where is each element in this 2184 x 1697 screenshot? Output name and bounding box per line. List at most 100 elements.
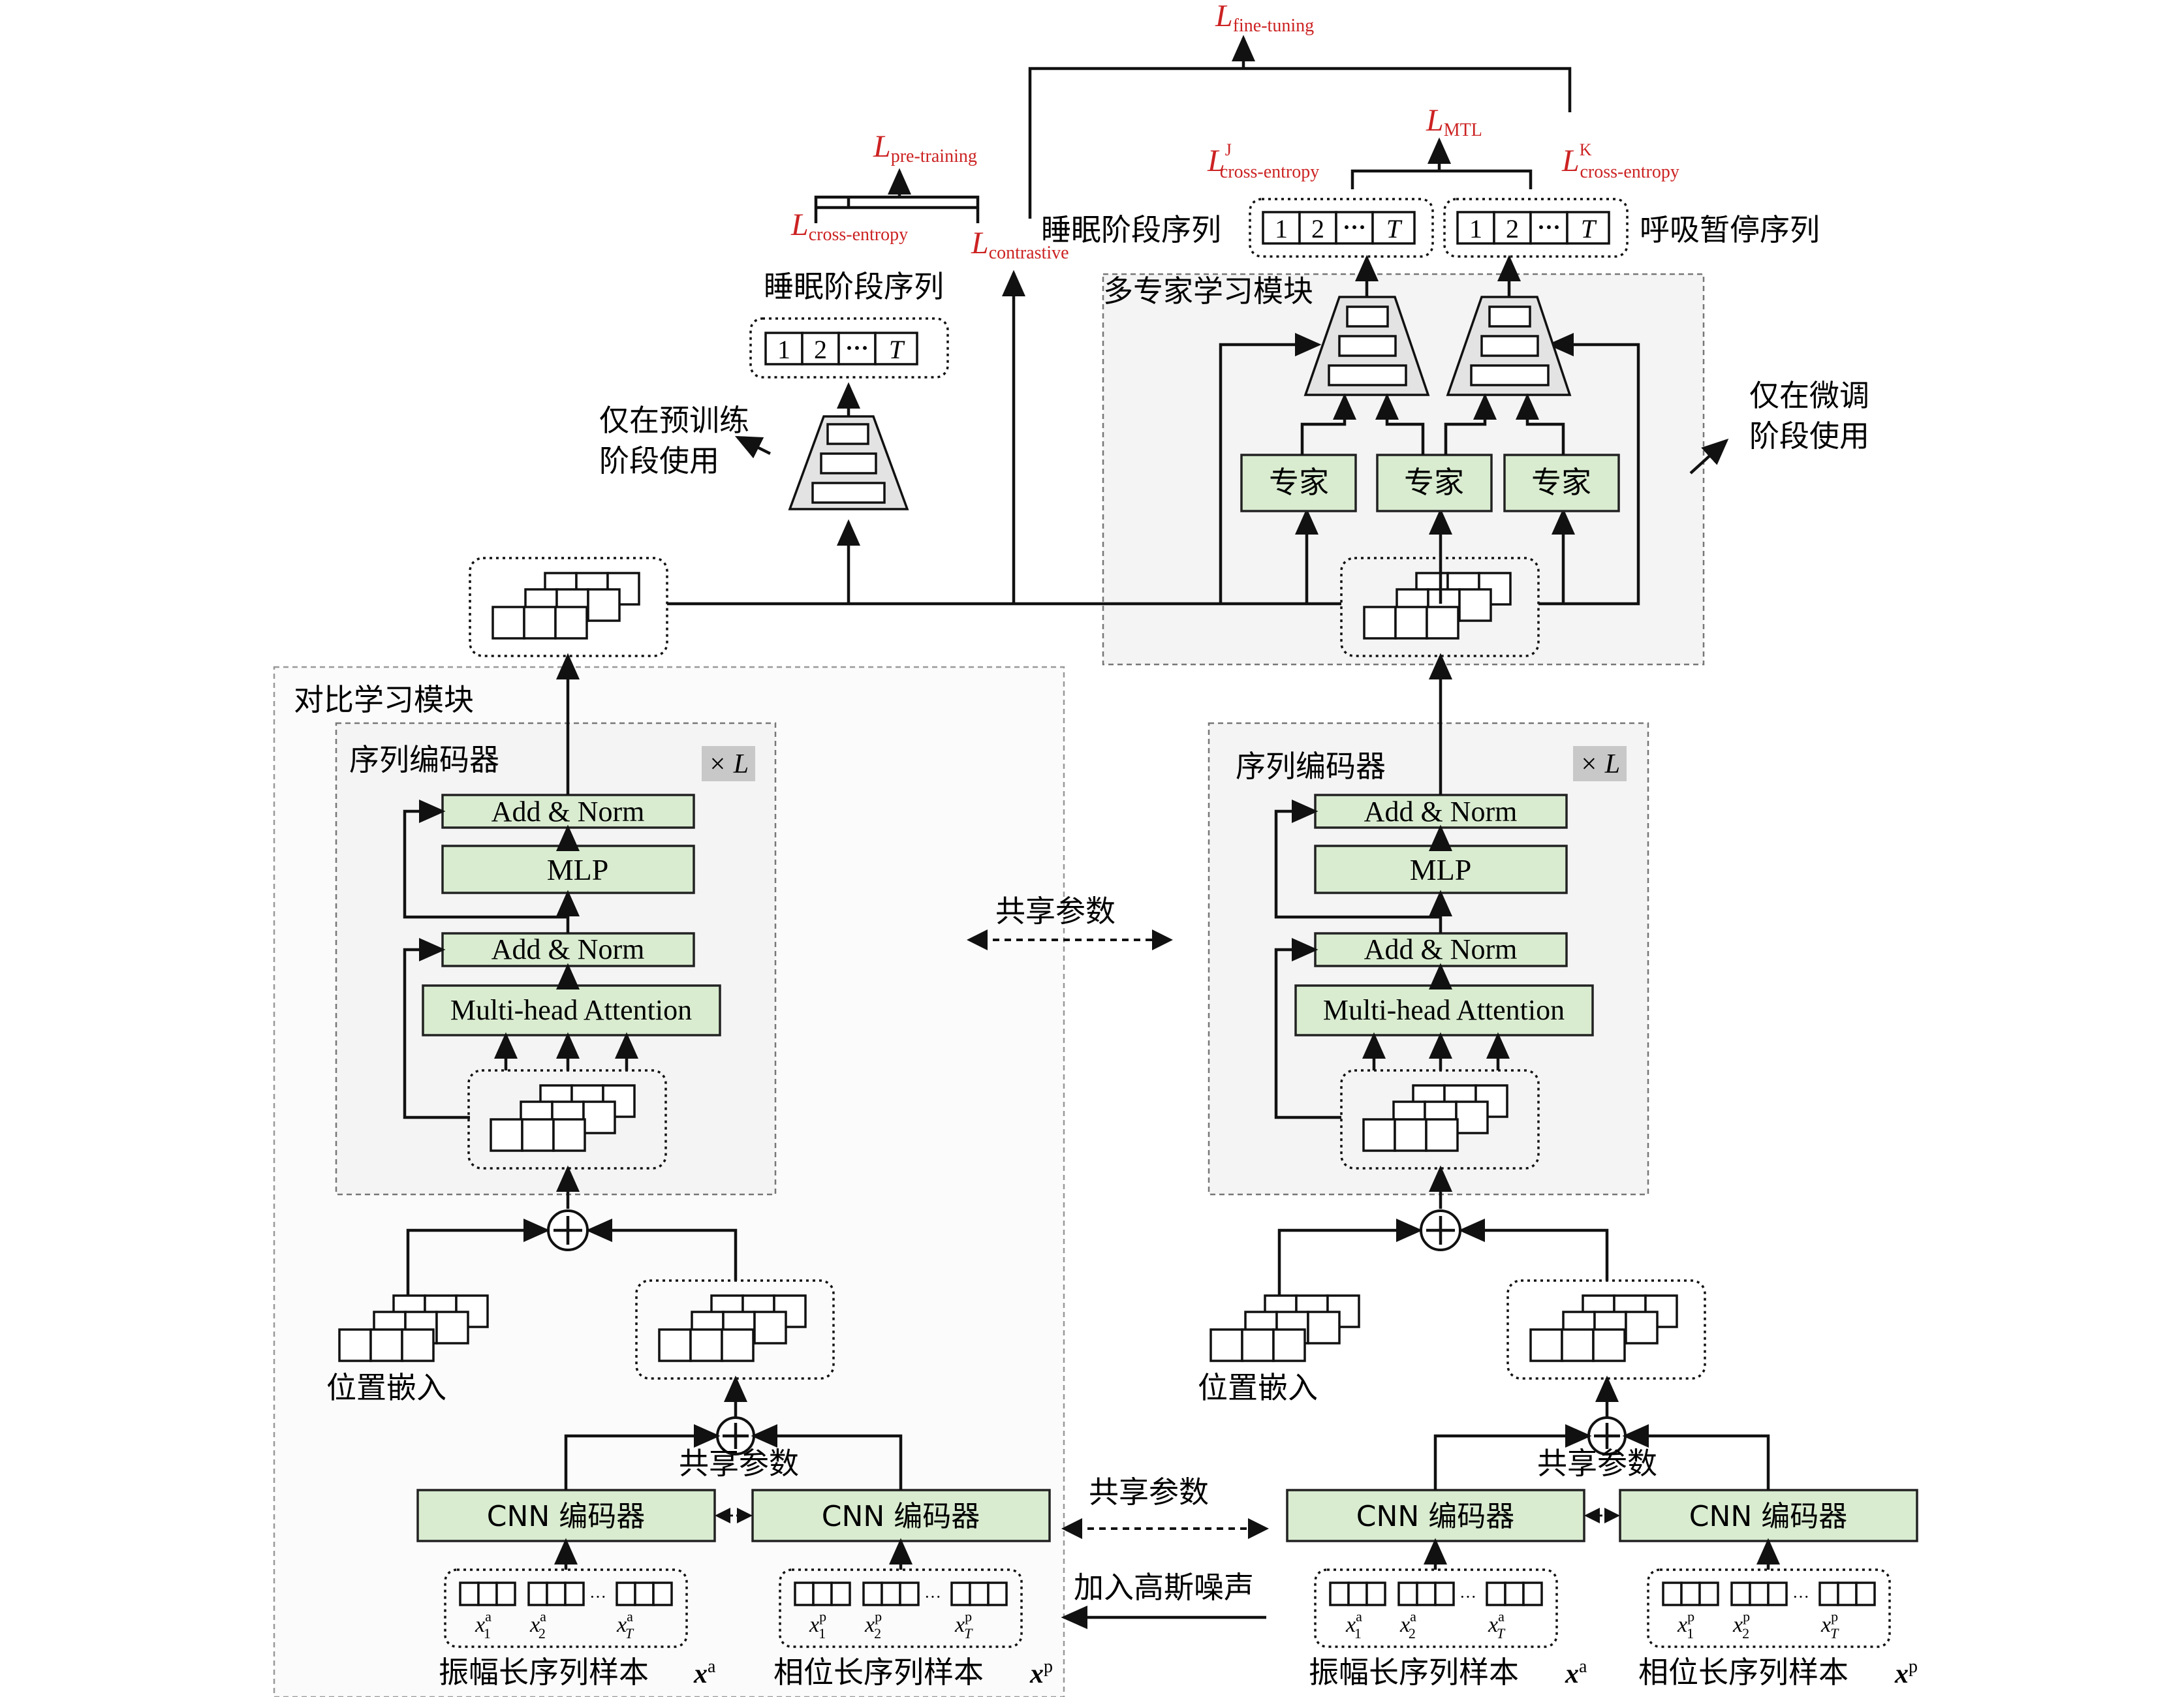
- cnn-encoder-left-amp-label: CNN 编码器: [487, 1500, 646, 1533]
- svg-text:···: ···: [845, 335, 869, 361]
- right-mha-label: Multi-head Attention: [1323, 994, 1565, 1026]
- right-mha: [1294, 984, 1594, 1036]
- sleep-seq-label-finetune: 睡眠阶段序列: [1041, 212, 1221, 247]
- shared-params-label-encoder: 共享参数: [995, 894, 1115, 929]
- token-stack-right-cnn-output: [1506, 1279, 1706, 1380]
- pretrain-decoder: [788, 415, 909, 510]
- apnea-seq-finetune: 1 2 ··· T: [1443, 198, 1629, 258]
- pos-embed-label-right: 位置嵌入: [1198, 1370, 1318, 1405]
- loss-cross-entropy-pretrain: Lcross-entropy: [790, 208, 908, 245]
- ellipsis-phase-left: ···: [924, 1587, 941, 1606]
- input-amp-left: [444, 1568, 688, 1648]
- cnn-encoder-right-phase-label: CNN 编码器: [1689, 1500, 1848, 1533]
- loss-mtl: LMTL: [1426, 103, 1482, 140]
- input-amp-right: [1314, 1568, 1558, 1648]
- apnea-seq-label: 呼吸暂停序列: [1640, 212, 1820, 247]
- input-phase-right: [1647, 1568, 1891, 1648]
- cnn-encoder-right-amp-label: CNN 编码器: [1356, 1500, 1515, 1533]
- left-mlp-label: MLP: [547, 853, 609, 886]
- pretrain-only-line1: 仅在预训练: [599, 403, 749, 438]
- moe-decoder-sleep: [1303, 296, 1430, 396]
- phase-sample-label-right: 相位长序列样本: [1638, 1655, 1849, 1690]
- sleep-seq-label-pretrain: 睡眠阶段序列: [764, 269, 944, 304]
- plus-node-left-encoder: [547, 1209, 589, 1251]
- cnn-encoder-left-phase-label: CNN 编码器: [822, 1500, 980, 1533]
- pos-embed-label-left: 位置嵌入: [326, 1370, 446, 1405]
- left-times-l-text: × L: [708, 749, 749, 779]
- right-add-norm-bottom: [1314, 932, 1568, 967]
- token-stack-right-output: [1340, 557, 1540, 657]
- svg-text:1: 1: [1275, 214, 1288, 243]
- sleep-seq-finetune: 1 2 ··· T: [1249, 198, 1434, 258]
- left-times-l-badge: [702, 746, 755, 781]
- token-stack-left-output: [469, 557, 668, 657]
- input-phase-left: [779, 1568, 1023, 1648]
- svg-text:T: T: [889, 335, 905, 364]
- phase-sample-x-left: xp: [1029, 1657, 1053, 1689]
- expert-2-label: 专家: [1404, 465, 1464, 500]
- svg-text:T: T: [1386, 214, 1403, 243]
- amp-sample-x-right: xa: [1565, 1657, 1587, 1689]
- cnn-encoder-left-amp: [416, 1489, 716, 1542]
- right-times-l-badge: [1573, 746, 1627, 781]
- token-stack-right-encoder-input: [1340, 1069, 1540, 1170]
- left-add-norm-top-label: Add & Norm: [491, 796, 645, 828]
- gaussian-noise-label: 加入高斯噪声: [1074, 1570, 1254, 1605]
- ellipsis-phase-right: ···: [1792, 1587, 1809, 1606]
- phase-sample-x-right: xp: [1894, 1657, 1918, 1689]
- amp-sample-x-left: xa: [693, 1657, 716, 1689]
- loss-fine-tuning: Lfine-tuning: [1215, 0, 1314, 36]
- right-times-l-text: × L: [1580, 749, 1620, 779]
- ellipsis-amp-left: ···: [589, 1587, 606, 1606]
- left-add-norm-bottom-label: Add & Norm: [491, 933, 645, 965]
- cnn-encoder-right-phase: [1619, 1489, 1918, 1542]
- svg-text:···: ···: [1343, 214, 1366, 240]
- moe-decoder-apnea: [1446, 296, 1572, 396]
- left-encoder-stack: Add & Norm MLP Add & Norm Multi-head Att…: [422, 794, 721, 1036]
- right-add-norm-bottom-label: Add & Norm: [1364, 933, 1518, 965]
- expert-3: [1503, 454, 1620, 512]
- position-embedding-left: [338, 1294, 489, 1362]
- right-add-norm-top: [1314, 794, 1568, 829]
- amp-sample-label-left: 振幅长序列样本: [439, 1655, 649, 1690]
- left-mha-label: Multi-head Attention: [450, 994, 692, 1026]
- svg-text:2: 2: [1311, 214, 1324, 243]
- left-mlp: [441, 845, 695, 894]
- sleep-seq-pretrain: 1 2 ··· T: [749, 317, 949, 379]
- svg-text:T: T: [1581, 214, 1597, 243]
- cnn-encoder-right-amp: [1286, 1489, 1585, 1542]
- contrastive-module-label: 对比学习模块: [294, 682, 474, 717]
- shared-params-label-right: 共享参数: [1537, 1446, 1657, 1481]
- right-mlp-label: MLP: [1410, 853, 1472, 886]
- shared-params-label-middle: 共享参数: [1089, 1474, 1209, 1510]
- right-add-norm-top-label: Add & Norm: [1364, 796, 1518, 828]
- loss-contrastive: Lcontrastive: [971, 226, 1069, 263]
- right-encoder-stack: Add & Norm MLP Add & Norm Multi-head Att…: [1294, 794, 1594, 1036]
- moe-module-label: 多专家学习模块: [1103, 273, 1313, 309]
- shared-params-label-left: 共享参数: [679, 1446, 799, 1481]
- amp-sample-label-right: 振幅长序列样本: [1309, 1655, 1519, 1690]
- svg-text:1: 1: [1469, 214, 1482, 243]
- token-stack-left-cnn-output: [635, 1279, 835, 1380]
- svg-text:2: 2: [814, 335, 827, 364]
- finetune-only-line1: 仅在微调: [1749, 378, 1869, 413]
- pretrain-only-line2: 阶段使用: [599, 443, 719, 478]
- cnn-encoder-left-phase: [751, 1489, 1051, 1542]
- token-stack-left-encoder-input: [467, 1069, 667, 1170]
- svg-text:···: ···: [1537, 214, 1561, 240]
- svg-text:1: 1: [777, 335, 790, 364]
